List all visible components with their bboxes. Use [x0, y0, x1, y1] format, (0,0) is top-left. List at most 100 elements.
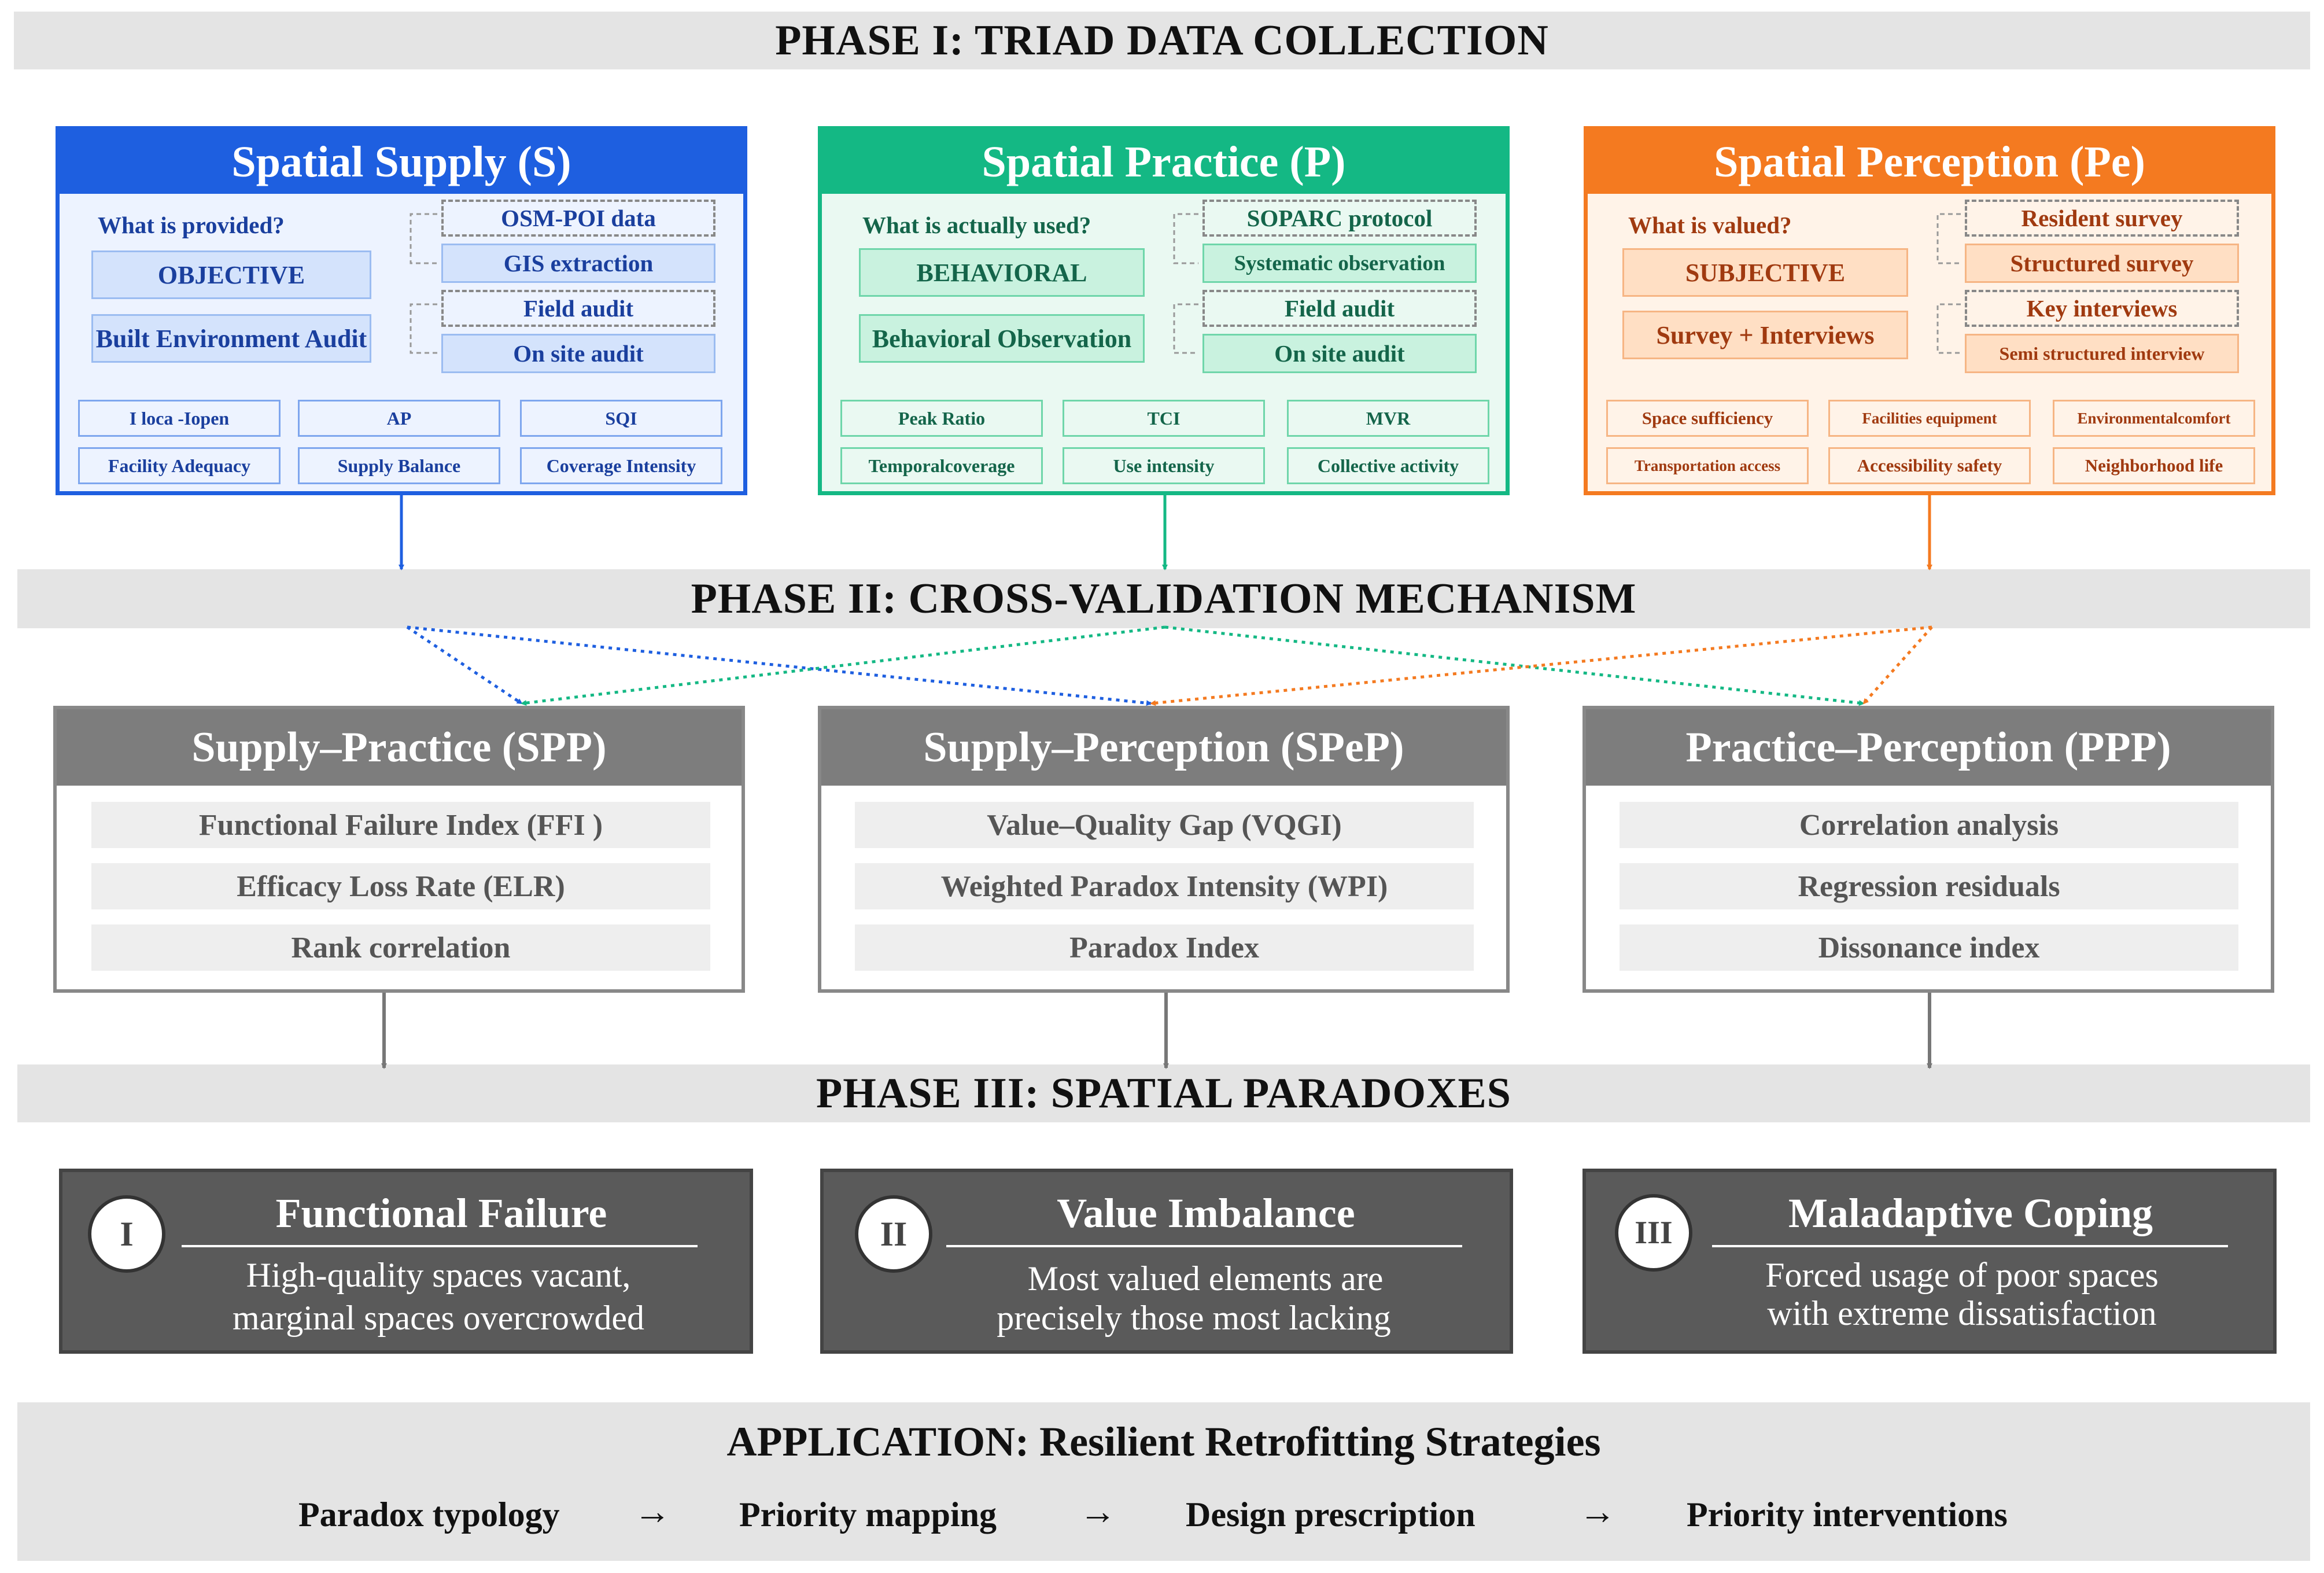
- phase1-banner: PHASE I: TRIAD DATA COLLECTION: [14, 12, 2310, 69]
- supply-category-objective: OBJECTIVE: [91, 250, 371, 299]
- practice-indicator: Temporalcoverage: [840, 447, 1043, 484]
- paradox-numeral-badge: I: [88, 1195, 165, 1273]
- spatial-perception-panel: Spatial Perception (Pe) What is valued? …: [1584, 126, 2275, 495]
- paradox-description-line2: precisely those most lacking: [997, 1299, 1391, 1337]
- cross-arrow-perception-ppp: [1862, 626, 1933, 705]
- practice-indicator: TCI: [1063, 400, 1265, 437]
- cross-arrow-supply-spep: [407, 625, 1152, 706]
- spatial-practice-title: Spatial Practice (P): [822, 130, 1506, 194]
- perception-question: What is valued?: [1628, 212, 1792, 238]
- phase2-title: PHASE II: CROSS-VALIDATION MECHANISM: [691, 574, 1637, 622]
- paradox-divider: [1712, 1245, 2228, 1247]
- supply-indicator: SQI: [520, 400, 722, 437]
- spp-item: Rank correlation: [91, 924, 710, 971]
- ppp-item: Regression residuals: [1620, 863, 2238, 909]
- cross-arrow-perception-spep: [1150, 625, 1932, 706]
- supply-on-site-audit: On site audit: [441, 334, 715, 373]
- supply-category-audit: Built Environment Audit: [91, 314, 371, 363]
- step-design-prescription: Design prescription: [1186, 1495, 1475, 1534]
- supply-osm-poi: OSM-POI data: [441, 200, 715, 237]
- paradox-title: Functional Failure: [275, 1189, 607, 1236]
- spp-item: Functional Failure Index (FFI ): [91, 802, 710, 848]
- perception-semi-structured-interview: Semi structured interview: [1965, 334, 2239, 373]
- cross-arrow-supply-spp: [406, 625, 523, 705]
- step-arrow: →: [1579, 1491, 1616, 1532]
- ppp-item: Correlation analysis: [1620, 802, 2238, 848]
- paradox-value-imbalance: II Value Imbalance Most valued elements …: [820, 1169, 1513, 1354]
- perception-indicator: Transportation access: [1606, 447, 1809, 484]
- phase2-banner: PHASE II: CROSS-VALIDATION MECHANISM: [17, 569, 2310, 628]
- supply-indicator: Coverage Intensity: [520, 447, 722, 484]
- practice-indicator: MVR: [1287, 400, 1489, 437]
- spatial-supply-panel: Spatial Supply (S) What is provided? OBJ…: [56, 126, 747, 495]
- spatial-supply-title: Spatial Supply (S): [60, 130, 743, 194]
- perception-indicator: Neighborhood life: [2053, 447, 2255, 484]
- paradox-numeral-badge: III: [1615, 1194, 1692, 1272]
- supply-indicator: Supply Balance: [298, 447, 500, 484]
- cross-arrow-practice-spp: [521, 625, 1165, 706]
- practice-bracket: [1173, 213, 1198, 354]
- practice-indicator: Peak Ratio: [840, 400, 1043, 437]
- application-banner: APPLICATION: Resilient Retrofitting Stra…: [17, 1402, 2310, 1561]
- paradox-description-line2: marginal spaces overcrowded: [233, 1299, 644, 1337]
- supply-indicator: Facility Adequacy: [78, 447, 281, 484]
- spp-title: Supply–Practice (SPP): [57, 709, 742, 786]
- step-paradox-typology: Paradox typology: [298, 1495, 560, 1534]
- step-arrow: →: [1079, 1491, 1116, 1532]
- spp-item: Efficacy Loss Rate (ELR): [91, 863, 710, 909]
- practice-category-observation: Behavioral Observation: [859, 314, 1145, 363]
- supply-indicator: AP: [298, 400, 500, 437]
- paradox-title: Maladaptive Coping: [1788, 1189, 2153, 1236]
- spep-title: Supply–Perception (SPeP): [821, 709, 1506, 786]
- supply-indicator: I loca -Iopen: [78, 400, 281, 437]
- spep-panel: Supply–Perception (SPeP) Value–Quality G…: [818, 706, 1510, 993]
- paradox-numeral-badge: II: [855, 1195, 932, 1273]
- application-title: APPLICATION: Resilient Retrofitting Stra…: [726, 1418, 1601, 1465]
- ppp-panel: Practice–Perception (PPP) Correlation an…: [1582, 706, 2274, 993]
- practice-indicator: Collective activity: [1287, 447, 1489, 484]
- spep-item: Weighted Paradox Intensity (WPI): [855, 863, 1474, 909]
- perception-indicator: Facilities equipment: [1828, 400, 2031, 437]
- perception-bracket: [1936, 213, 1961, 354]
- practice-field-audit: Field audit: [1202, 290, 1477, 327]
- supply-gis-extraction: GIS extraction: [441, 244, 715, 283]
- practice-indicator: Use intensity: [1063, 447, 1265, 484]
- perception-category-survey: Survey + Interviews: [1622, 311, 1908, 359]
- paradox-description-line1: Forced usage of poor spaces: [1765, 1256, 2159, 1294]
- paradox-functional-failure: I Functional Failure High-quality spaces…: [59, 1169, 753, 1354]
- perception-indicator: Environmentalcomfort: [2053, 400, 2255, 437]
- spep-item: Value–Quality Gap (VQGI): [855, 802, 1474, 848]
- step-priority-interventions: Priority interventions: [1687, 1495, 2008, 1534]
- supply-bracket: [410, 213, 437, 354]
- paradox-maladaptive-coping: III Maladaptive Coping Forced usage of p…: [1582, 1169, 2277, 1354]
- supply-field-audit: Field audit: [441, 290, 715, 327]
- practice-systematic-observation: Systematic observation: [1202, 244, 1477, 283]
- ppp-title: Practice–Perception (PPP): [1586, 709, 2271, 786]
- step-priority-mapping: Priority mapping: [739, 1495, 997, 1534]
- perception-resident-survey: Resident survey: [1965, 200, 2239, 237]
- perception-key-interviews: Key interviews: [1965, 290, 2239, 327]
- paradox-description-line1: Most valued elements are: [1027, 1259, 1384, 1298]
- practice-on-site-audit: On site audit: [1202, 334, 1477, 373]
- supply-question: What is provided?: [98, 212, 285, 238]
- practice-soparc-protocol: SOPARC protocol: [1202, 200, 1477, 237]
- perception-indicator: Accessibility safety: [1828, 447, 2031, 484]
- paradox-description-line2: with extreme dissatisfaction: [1767, 1294, 2157, 1332]
- perception-category-subjective: SUBJECTIVE: [1622, 248, 1908, 297]
- phase3-banner: PHASE III: SPATIAL PARADOXES: [17, 1064, 2310, 1122]
- cross-arrow-practice-ppp: [1164, 625, 1865, 706]
- practice-question: What is actually used?: [862, 212, 1091, 238]
- paradox-divider: [182, 1245, 698, 1247]
- ppp-item: Dissonance index: [1620, 924, 2238, 971]
- step-arrow: →: [634, 1491, 671, 1532]
- perception-indicator: Space sufficiency: [1606, 400, 1809, 437]
- spatial-perception-title: Spatial Perception (Pe): [1588, 130, 2271, 194]
- paradox-divider: [946, 1245, 1462, 1247]
- spp-panel: Supply–Practice (SPP) Functional Failure…: [53, 706, 745, 993]
- perception-structured-survey: Structured survey: [1965, 244, 2239, 283]
- spep-item: Paradox Index: [855, 924, 1474, 971]
- phase1-title: PHASE I: TRIAD DATA COLLECTION: [775, 16, 1549, 64]
- paradox-title: Value Imbalance: [1057, 1189, 1355, 1236]
- practice-category-behavioral: BEHAVIORAL: [859, 248, 1145, 297]
